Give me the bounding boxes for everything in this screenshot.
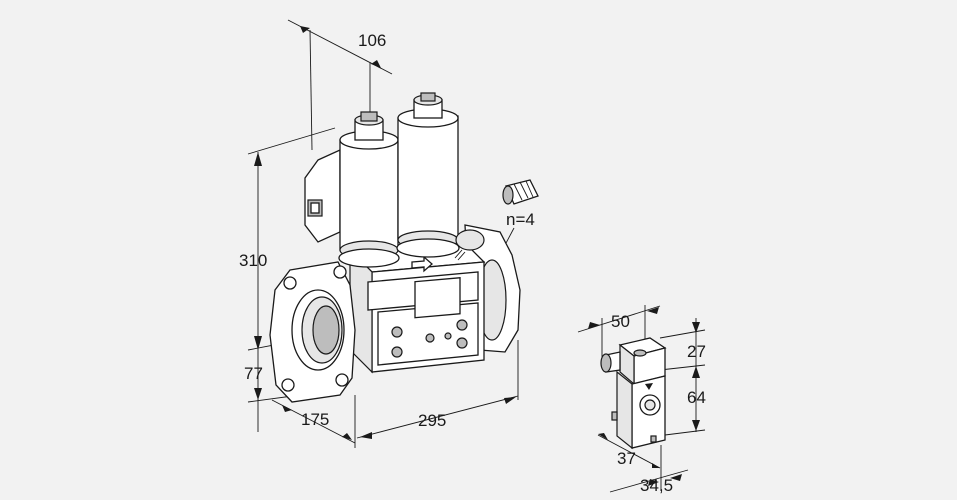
dim-106-label: 106 — [358, 31, 387, 50]
dim-77-label: 77 — [244, 364, 263, 383]
dim-310-label: 310 — [239, 251, 268, 270]
dim-175-label: 175 — [301, 410, 330, 429]
dim-295-label: 295 — [418, 411, 447, 430]
dim-295-lines — [356, 340, 519, 439]
dim-175-lines — [271, 395, 356, 448]
dim-64-label: 64 — [687, 388, 706, 407]
dim-106-lines — [287, 19, 393, 151]
cable-gland-icon — [502, 179, 539, 205]
connector-count-label: n=4 — [506, 210, 535, 229]
valve-body — [269, 92, 521, 403]
dim-50-label: 50 — [611, 312, 630, 331]
plug-connector-icon — [600, 337, 667, 450]
dim-27-label: 27 — [687, 342, 706, 361]
dim-34-5-label: 34,5 — [640, 476, 674, 495]
plug-dim-lines — [577, 305, 706, 493]
dim-37-label: 37 — [617, 449, 636, 468]
dim-310-lines — [247, 127, 336, 350]
